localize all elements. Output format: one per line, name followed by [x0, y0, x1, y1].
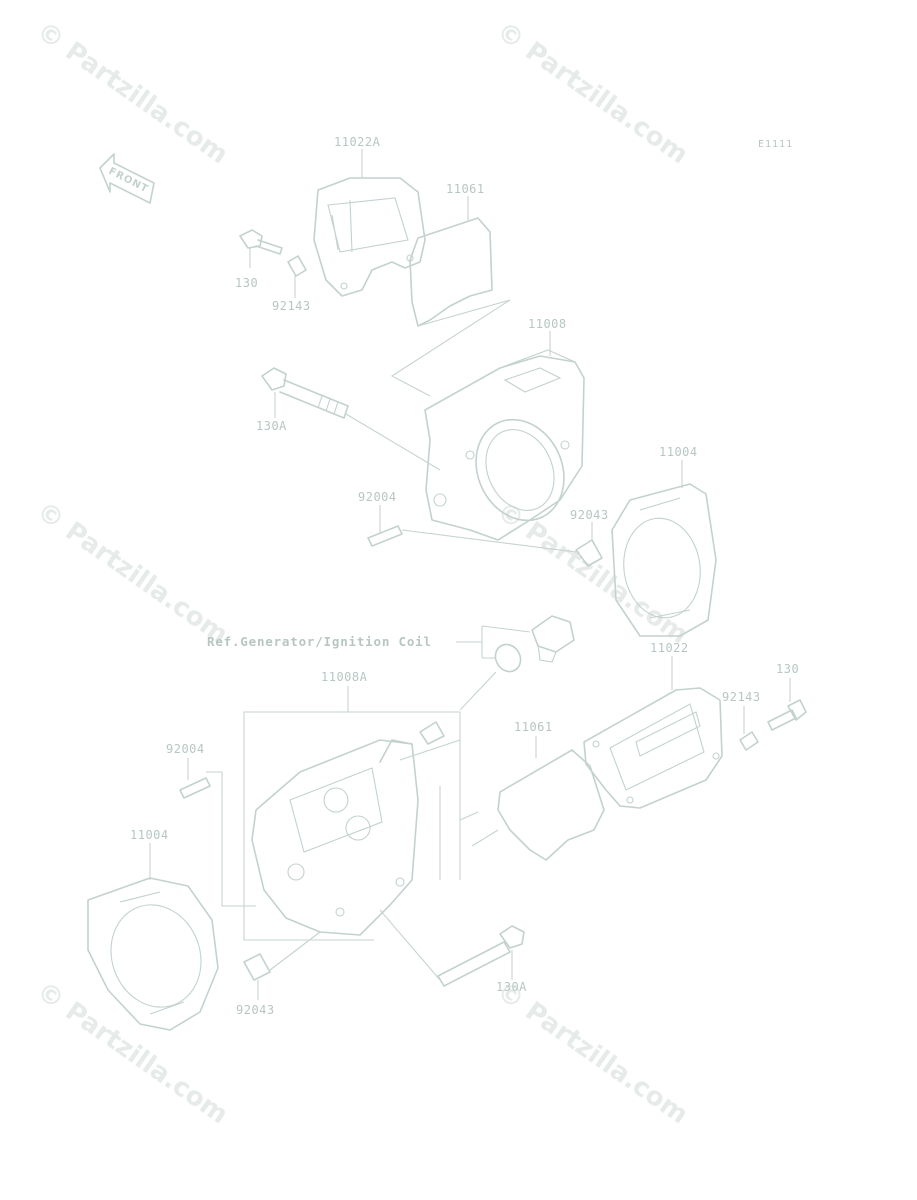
label-stud-top: 92004 [358, 490, 397, 504]
watermark: © Partzilla.com [31, 16, 233, 170]
label-cover-top: 11022A [334, 135, 381, 149]
label-cylinder-head-bottom: 11008A [321, 670, 368, 684]
stud-bottom [179, 777, 211, 799]
o-ring [494, 643, 522, 673]
label-bolt-right: 130 [776, 662, 799, 676]
stud-top [367, 525, 403, 547]
cover-gasket-top [409, 217, 493, 327]
oil-filler-plug [531, 615, 575, 663]
dowel-bottom [243, 953, 271, 981]
front-arrow-icon: FRONT [99, 153, 155, 204]
plug-bottom [419, 721, 445, 745]
label-stud-bolt-top: 130A [256, 419, 287, 433]
label-cylinder-head-top: 11008 [528, 317, 567, 331]
cylinder-head-top [424, 349, 585, 541]
label-gasket-bottom: 11061 [514, 720, 553, 734]
label-bolt-top: 130 [235, 276, 258, 290]
bolt-top [239, 229, 283, 255]
label-head-gasket-left: 11004 [130, 828, 169, 842]
stud-bolt-bottom [437, 925, 525, 987]
bolt-right [767, 699, 807, 731]
cylinder-head-bottom [251, 739, 419, 936]
part-labels: 11022A 11061 130 92143 11008 130A 92004 … [130, 135, 799, 1017]
label-collar-right: 92143 [722, 690, 761, 704]
diagram-code: E1111 [758, 139, 793, 150]
leader-lines [149, 149, 791, 1000]
cover-gasket-bottom [497, 749, 605, 861]
label-stud-bottom: 92004 [166, 742, 205, 756]
dowel-top [575, 539, 603, 567]
label-head-gasket-right: 11004 [659, 445, 698, 459]
head-gasket-right [611, 483, 717, 637]
collar-right [739, 731, 759, 751]
cylinder-head-cover-right [583, 687, 723, 809]
stud-bolt-top [261, 367, 349, 419]
label-collar-top: 92143 [272, 299, 311, 313]
watermark: © Partzilla.com [491, 976, 693, 1130]
label-gasket-top: 11061 [446, 182, 485, 196]
label-dowel-top: 92043 [570, 508, 609, 522]
watermark: © Partzilla.com [31, 976, 233, 1130]
head-gasket-left [87, 877, 219, 1031]
reference-note: Ref.Generator/Ignition Coil [207, 634, 432, 649]
label-stud-bolt-bottom: 130A [496, 980, 527, 994]
label-dowel-bottom: 92043 [236, 1003, 275, 1017]
label-cover-right: 11022 [650, 641, 689, 655]
watermark: © Partzilla.com [491, 16, 693, 170]
collar-top [287, 255, 307, 277]
watermark: © Partzilla.com [31, 496, 233, 650]
cylinder-head-cover-top [313, 177, 426, 297]
